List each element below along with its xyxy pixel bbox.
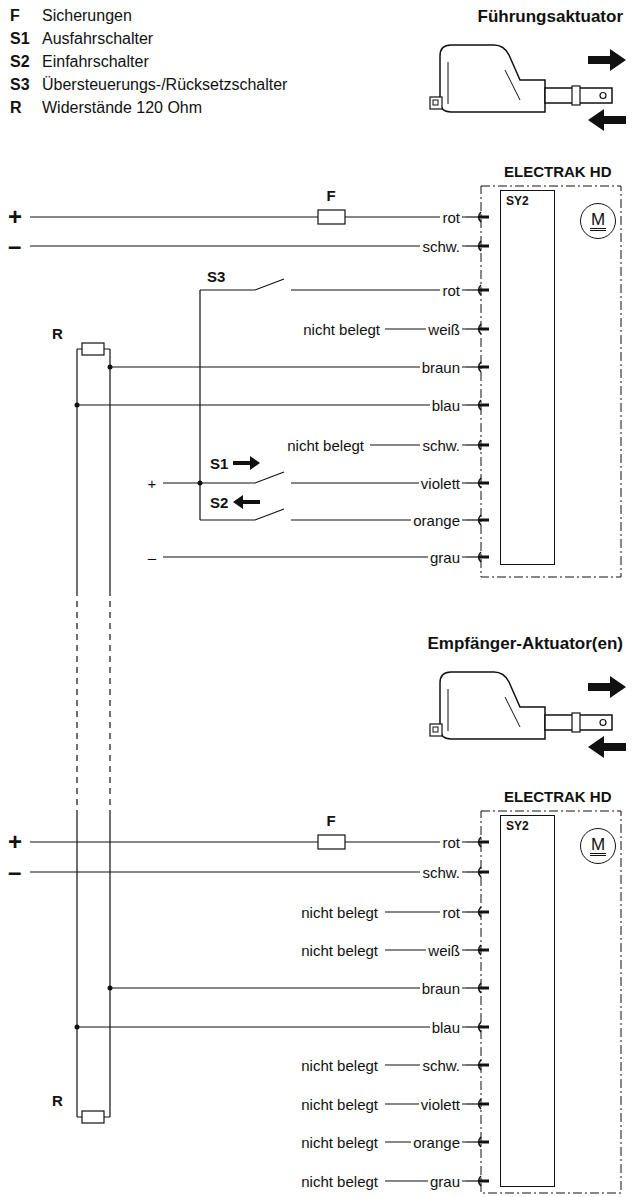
switch-label: S3 xyxy=(205,268,227,285)
unused-note: nicht belegt xyxy=(299,1096,380,1113)
legend-text: Widerstände 120 Ohm xyxy=(40,99,204,117)
section-title: Führungsaktuator xyxy=(476,7,625,26)
legend-text: Sicherungen xyxy=(40,7,134,25)
wire-color: rot xyxy=(440,904,462,921)
switch-label: S1 xyxy=(208,455,230,472)
wire-color: schw. xyxy=(420,437,462,454)
wire-color: braun xyxy=(420,359,462,376)
unused-note: nicht belegt xyxy=(299,942,380,959)
unused-note: nicht belegt xyxy=(299,1173,380,1190)
wire-color: orange xyxy=(411,512,462,529)
wire-color: grau xyxy=(428,549,462,566)
wire-color: rot xyxy=(440,834,462,851)
wire-color: violett xyxy=(419,475,462,492)
fuse-label: F xyxy=(324,187,337,204)
actuator-housing: ELECTRAK HDSY2M xyxy=(480,185,622,578)
junction-dots xyxy=(75,365,203,1030)
actuator-housing: ELECTRAK HDSY2M xyxy=(480,810,622,1194)
motor-symbol: M xyxy=(580,203,616,239)
supply-sign: + xyxy=(6,829,24,855)
resistor-label: R xyxy=(50,325,65,342)
motor-symbol: M xyxy=(580,828,616,864)
legend-text: Ausfahrschalter xyxy=(40,30,155,48)
product-name: ELECTRAK HD xyxy=(504,788,612,805)
legend-code: S2 xyxy=(8,53,32,71)
wire-color: braun xyxy=(420,980,462,997)
fuse-label: F xyxy=(324,812,337,829)
direction-arrows xyxy=(233,456,260,509)
legend-code: S1 xyxy=(8,30,32,48)
wire-color: violett xyxy=(419,1096,462,1113)
wire-color: schw. xyxy=(420,1057,462,1074)
resistor-label: R xyxy=(50,1092,65,1109)
wire-color: rot xyxy=(440,282,462,299)
wire-color: rot xyxy=(440,209,462,226)
unused-note: nicht belegt xyxy=(301,321,382,338)
lead-wires xyxy=(30,210,466,1181)
supply-sign: + xyxy=(146,475,159,492)
wire-color: orange xyxy=(411,1134,462,1151)
unused-note: nicht belegt xyxy=(299,1057,380,1074)
motor-letter: M xyxy=(590,837,606,856)
unused-note: nicht belegt xyxy=(299,1134,380,1151)
product-name: ELECTRAK HD xyxy=(504,163,612,180)
wire-color: schw. xyxy=(420,864,462,881)
supply-sign: – xyxy=(6,233,23,259)
switch-label: S2 xyxy=(208,494,230,511)
control-unit: SY2 xyxy=(500,190,555,565)
supply-sign: – xyxy=(6,859,23,885)
section-title: Empfänger-Aktuator(en) xyxy=(425,634,625,653)
unused-note: nicht belegt xyxy=(285,437,366,454)
unit-name: SY2 xyxy=(506,194,529,208)
supply-sign: – xyxy=(146,549,158,566)
wire-color: blau xyxy=(430,397,462,414)
wire-color: grau xyxy=(428,1173,462,1190)
wire-color: blau xyxy=(430,1019,462,1036)
supply-sign: + xyxy=(6,204,24,230)
legend-code: R xyxy=(8,99,24,117)
legend-text: Übersteuerungs-/Rücksetzschalter xyxy=(40,76,289,94)
legend-code: S3 xyxy=(8,76,32,94)
legend-code: F xyxy=(8,7,22,25)
wire-color: weiß xyxy=(426,942,462,959)
motor-letter: M xyxy=(590,212,606,231)
unit-name: SY2 xyxy=(506,819,529,833)
unused-note: nicht belegt xyxy=(299,904,380,921)
legend-text: Einfahrschalter xyxy=(40,53,151,71)
connector-pins xyxy=(466,212,489,1186)
wire-color: weiß xyxy=(426,321,462,338)
control-unit: SY2 xyxy=(500,815,555,1187)
wire-color: schw. xyxy=(420,238,462,255)
